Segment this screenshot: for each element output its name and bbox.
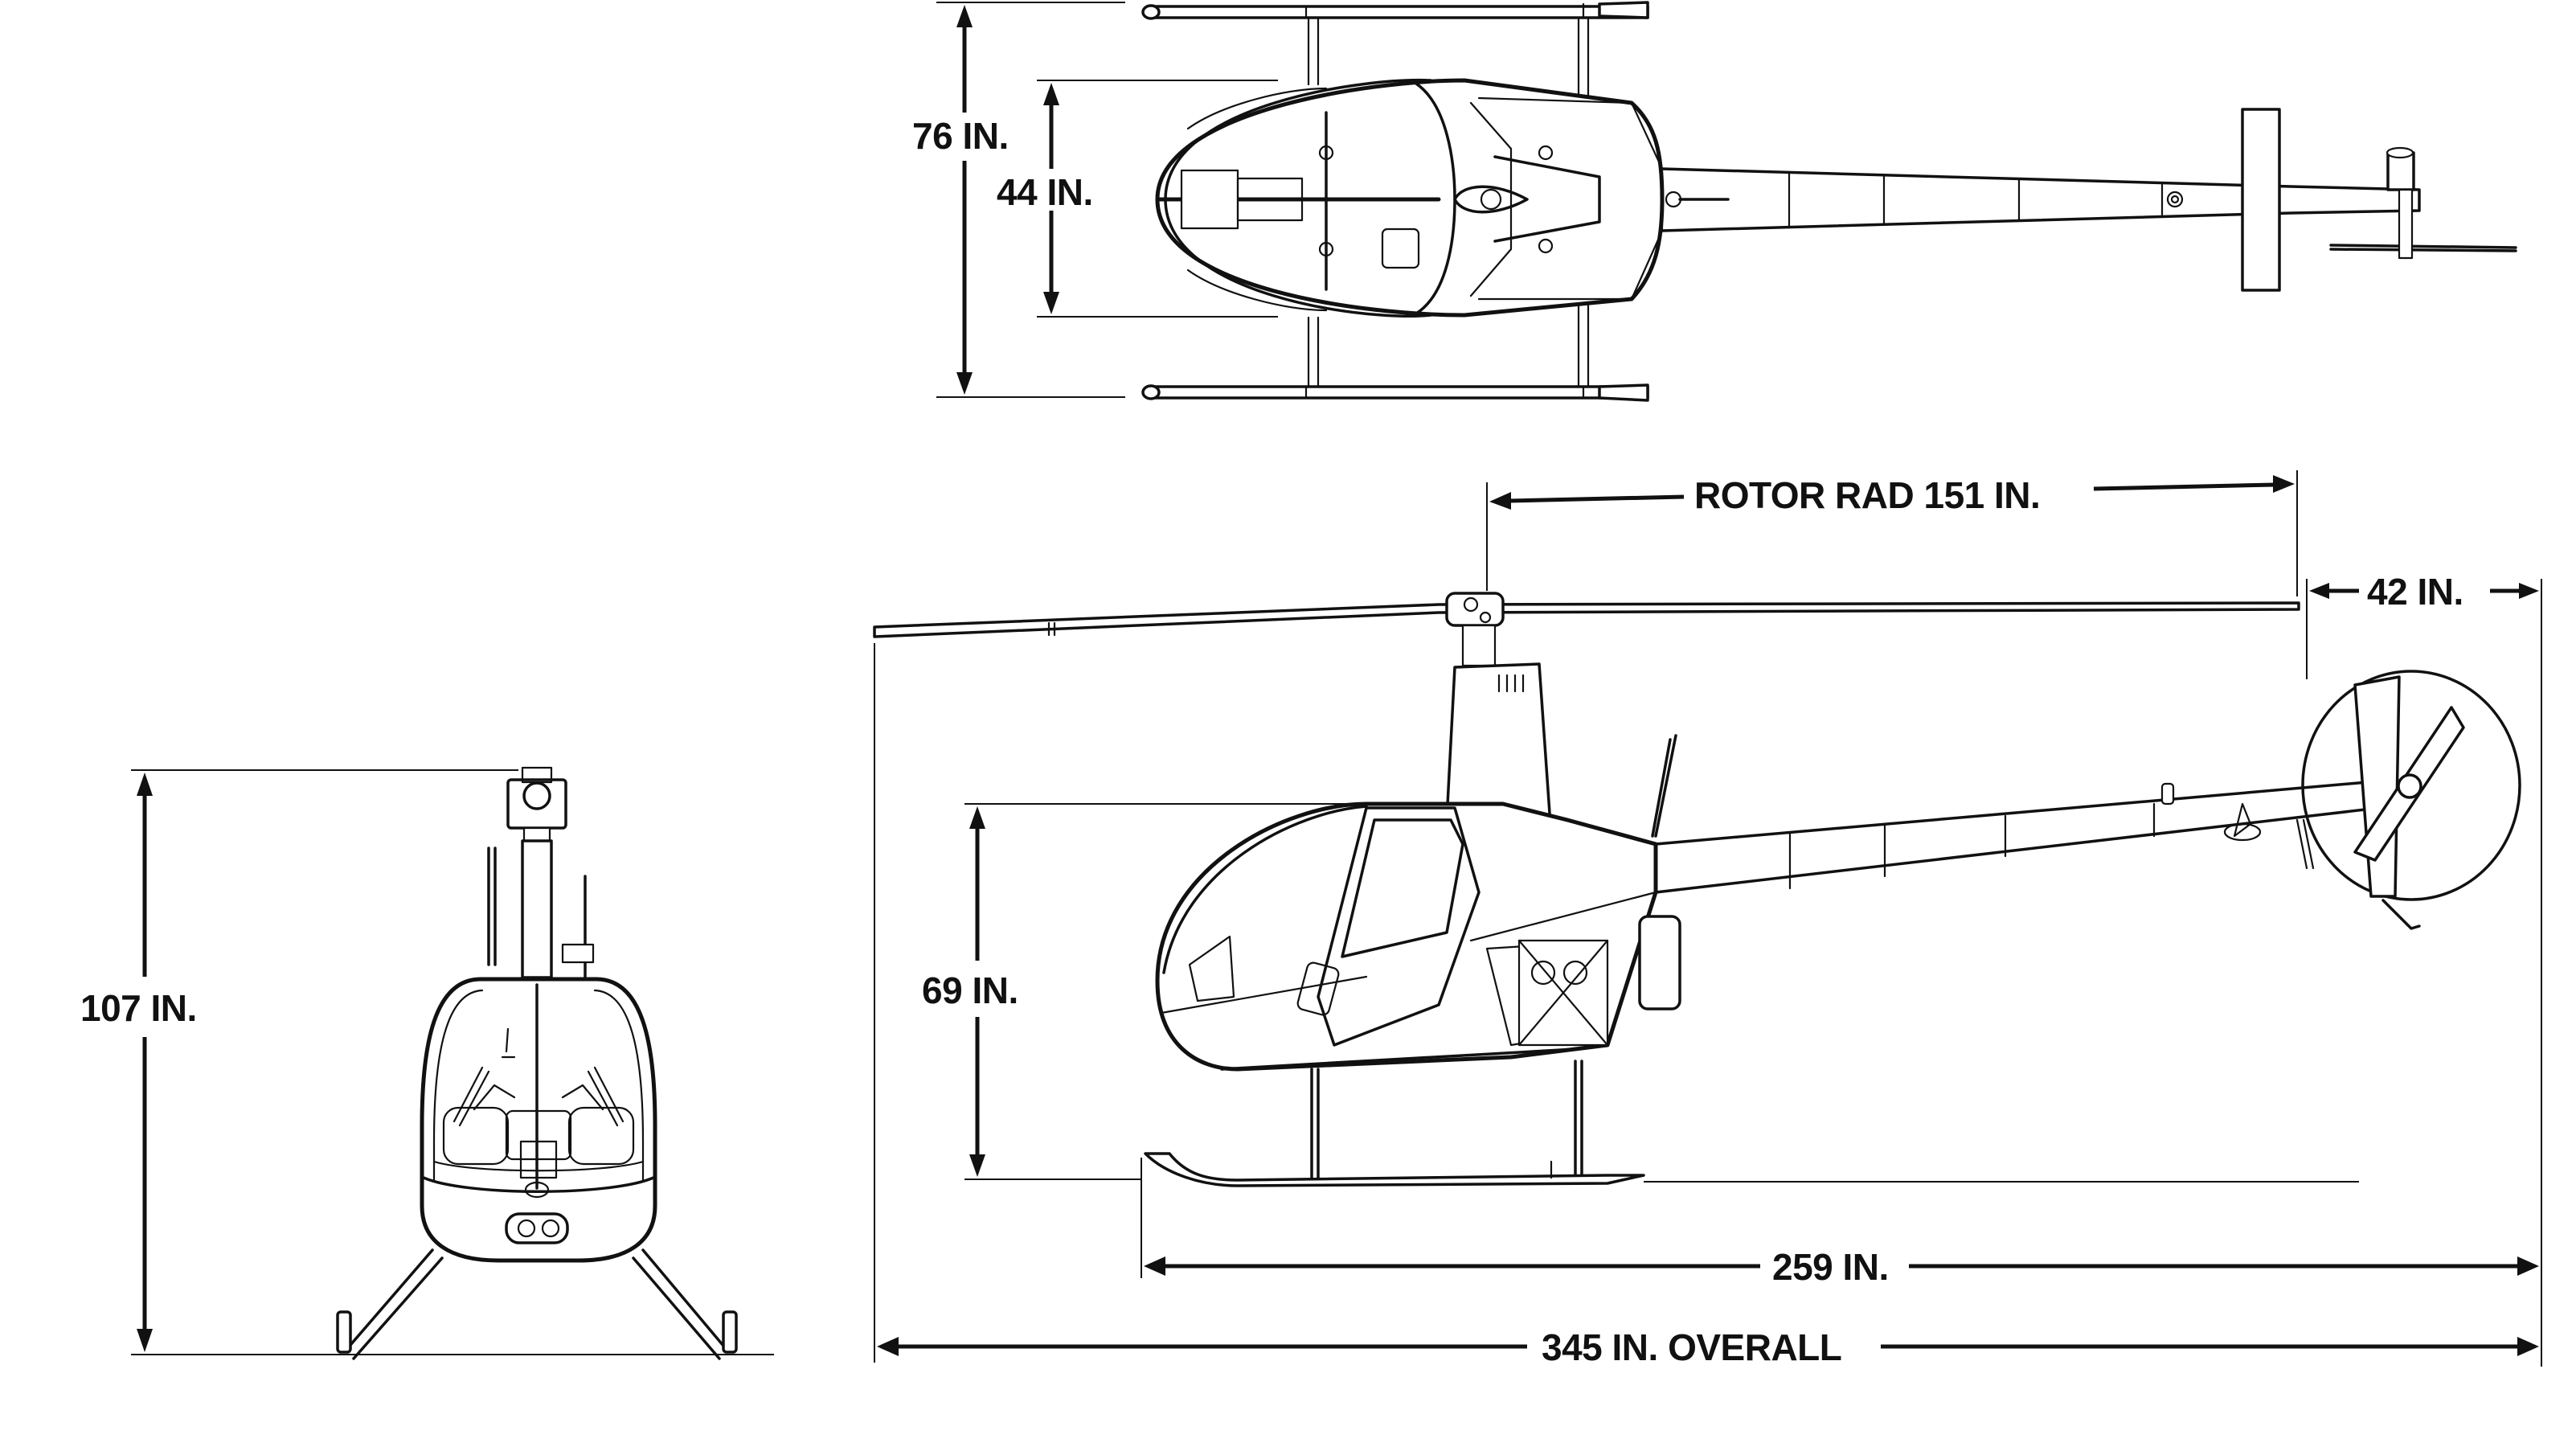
dim-label-rotor-radius: ROTOR RAD 151 IN.	[1694, 474, 2040, 516]
dim-label-overall-height: 107 IN.	[80, 987, 197, 1029]
arrow-right-icon	[2517, 1256, 2539, 1276]
front-mast-fairing	[521, 839, 553, 979]
arrow-left-icon	[1489, 492, 1511, 510]
top-skid-lower	[1141, 383, 1649, 402]
arrow-right-icon	[2517, 1337, 2539, 1356]
dim-label-overall-length: 345 IN. OVERALL	[1542, 1326, 1841, 1368]
dim-label-cabin-width: 44 IN.	[997, 171, 1093, 213]
dim-overall-height: 107 IN.	[80, 769, 774, 1355]
front-cabin	[420, 977, 657, 1263]
arrow-up-icon	[1043, 83, 1059, 105]
arrow-down-icon	[1043, 292, 1059, 314]
arrow-left-icon	[2309, 583, 2329, 599]
arrow-left-icon	[1144, 1256, 1165, 1276]
dim-cabin-width: 44 IN.	[997, 80, 1278, 318]
side-antenna	[1651, 734, 1677, 838]
arrow-left-icon	[877, 1337, 899, 1356]
top-tail-boom	[1661, 108, 2517, 292]
arrow-down-icon	[969, 1154, 985, 1177]
arrow-up-icon	[137, 773, 153, 796]
arrow-up-icon	[956, 5, 973, 27]
front-landing-gear	[336, 1248, 738, 1360]
arrow-up-icon	[969, 806, 985, 829]
side-view: ROTOR RAD 151 IN. 42 IN. 69 IN.	[873, 470, 2542, 1368]
dim-cabin-height: 69 IN.	[922, 803, 2359, 1183]
side-cabin	[1155, 801, 1681, 1072]
dim-overall-length: 345 IN. OVERALL	[874, 643, 2539, 1368]
dim-fuselage-length: 259 IN.	[1141, 1158, 2539, 1288]
side-tail-boom	[1654, 778, 2397, 894]
arrow-down-icon	[956, 372, 973, 395]
top-cabin	[1155, 78, 1665, 318]
top-skid-upper	[1141, 1, 1649, 20]
side-main-rotor	[873, 592, 2300, 667]
side-landing-gear	[1144, 1060, 1645, 1187]
arrow-right-icon	[2519, 583, 2539, 599]
front-rotor-head	[506, 766, 567, 844]
front-view: 107 IN.	[80, 766, 774, 1360]
dim-tail-rotor-diameter: 42 IN.	[2306, 571, 2542, 1367]
arrow-down-icon	[137, 1329, 153, 1352]
top-cross-tubes	[1307, 16, 1590, 388]
front-antenna-left	[487, 846, 497, 966]
dim-label-fuselage-length: 259 IN.	[1772, 1246, 1889, 1288]
arrow-right-icon	[2273, 475, 2295, 493]
dim-rotor-radius: ROTOR RAD 151 IN.	[1486, 470, 2298, 596]
dim-label-skid-width: 76 IN.	[912, 115, 1009, 157]
dim-label-cabin-height: 69 IN.	[922, 969, 1018, 1011]
side-tail-rotor	[2301, 670, 2521, 930]
dim-label-tail-rotor-diameter: 42 IN.	[2367, 571, 2463, 613]
dim-skid-width: 76 IN.	[912, 2, 1125, 398]
side-fairing-vents	[1497, 674, 1525, 693]
front-tail-rotor	[561, 943, 595, 964]
top-view: 76 IN. 44 IN.	[912, 1, 2517, 402]
